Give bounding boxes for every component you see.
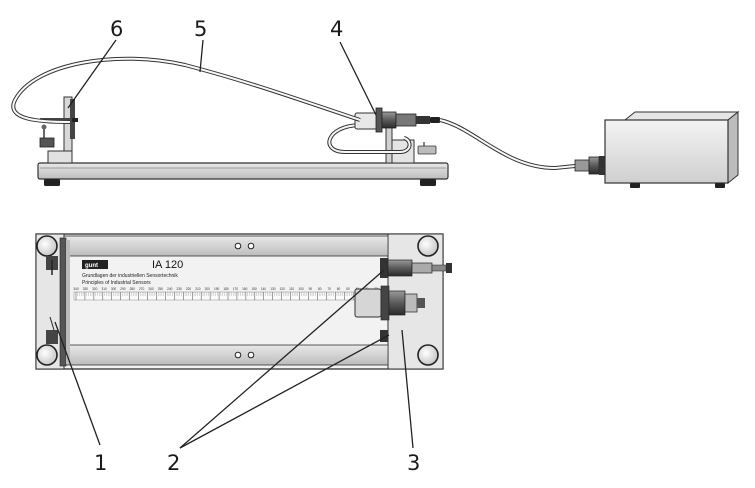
leader-2b	[179, 334, 390, 449]
controller-box	[604, 110, 740, 188]
scale-label: 160	[242, 287, 248, 291]
foot-right	[420, 179, 436, 186]
scale-label: 250	[158, 287, 164, 291]
brand-badge	[82, 260, 108, 269]
scale-label: 310	[101, 287, 107, 291]
scale-label: 90	[309, 287, 313, 291]
callout-3: 3	[407, 451, 420, 475]
scale-label: 110	[289, 287, 294, 291]
scale-label: 240	[167, 287, 173, 291]
scale-label: 100	[298, 287, 304, 291]
wheel-tr	[417, 235, 439, 257]
scale-label: 130	[270, 287, 276, 291]
receiver-sensor	[354, 285, 425, 342]
scale-label: 120	[280, 287, 286, 291]
callout-4: 4	[330, 17, 343, 41]
scale-label: 140	[261, 287, 267, 291]
scale-label: 150	[251, 287, 257, 291]
scale-label: 170	[233, 287, 239, 291]
leader-6	[67, 39, 117, 109]
callout-6: 6	[110, 17, 123, 41]
reflector-stand	[39, 96, 78, 164]
wheel-bl	[36, 344, 58, 366]
brand-text: gunt	[85, 263, 98, 269]
scale-label: 330	[83, 287, 89, 291]
scale-label: 230	[176, 287, 182, 291]
scale-label: 280	[130, 287, 136, 291]
plate-line-1: Grundlagen der industriellen Sensortechn…	[82, 273, 178, 279]
leader-3	[401, 329, 414, 449]
scale-label: 180	[223, 287, 229, 291]
scale-label: 80	[318, 287, 322, 291]
leader-4	[339, 41, 377, 116]
scale-label: 260	[148, 287, 154, 291]
leader-1	[54, 321, 101, 446]
leader-5	[199, 39, 204, 73]
name-plate: gunt IA 120 Grundlagen der industriellen…	[82, 259, 183, 286]
wheel-tl	[36, 235, 58, 257]
scale-label: 70	[327, 287, 331, 291]
base-rail	[37, 162, 449, 180]
scale-label: 340	[73, 287, 79, 291]
scale-label: 220	[186, 287, 192, 291]
scale-label: 210	[195, 287, 201, 291]
scale-label: 320	[92, 287, 98, 291]
side-view	[11, 56, 740, 188]
foot-left	[44, 179, 60, 186]
leader-lines	[54, 39, 414, 449]
leader-2	[179, 269, 385, 449]
scale-label: 290	[120, 287, 126, 291]
scale-label: 50	[346, 287, 350, 291]
callout-2: 2	[167, 451, 180, 475]
scale-label: 60	[337, 287, 341, 291]
sensor-head	[354, 107, 440, 133]
callout-5: 5	[194, 17, 207, 41]
scale-label: 190	[214, 287, 220, 291]
wheel-br	[417, 344, 439, 366]
scale-label: 200	[205, 287, 211, 291]
emitter-sensor	[380, 258, 452, 278]
model-name: IA 120	[152, 259, 183, 271]
upper-rail	[63, 235, 389, 257]
scale-label: 300	[111, 287, 117, 291]
scale-label: 270	[139, 287, 145, 291]
plate-line-2: Principles of Industrial Sensors	[82, 280, 151, 286]
reflector-carriage	[46, 237, 70, 367]
callout-1: 1	[94, 451, 107, 475]
